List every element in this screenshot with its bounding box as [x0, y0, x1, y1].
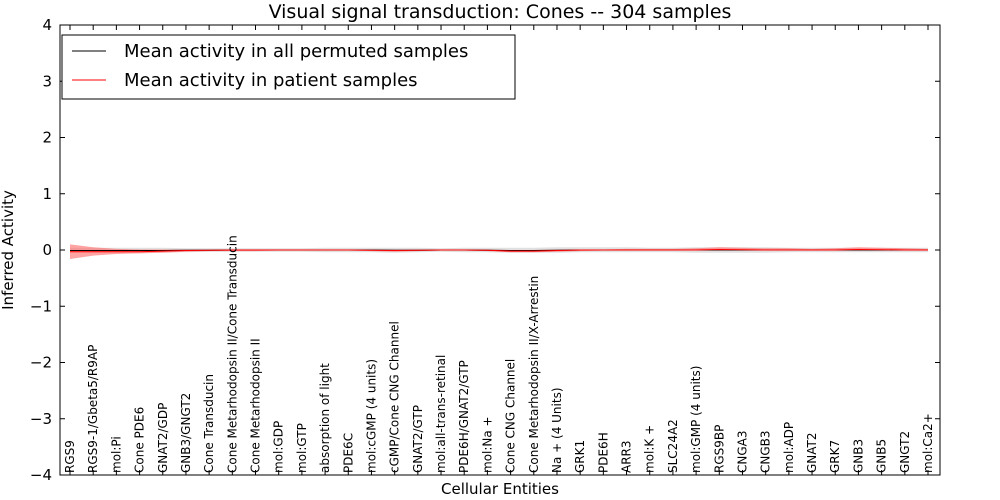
x-tick-label: GNB5	[875, 439, 889, 473]
x-tick-label: mol:Na +	[480, 416, 494, 473]
x-tick-label: PDE6C	[341, 433, 355, 473]
x-tick-label: ARR3	[620, 440, 634, 473]
x-tick-label: GNGT2	[898, 431, 912, 473]
x-tick-label: GNAT2	[805, 432, 819, 473]
x-tick-label: cGMP/Cone CNG Channel	[388, 321, 402, 473]
y-tick-label: 1	[42, 185, 52, 203]
y-tick-label: −1	[30, 297, 52, 315]
x-axis: RGS9 RGS9-1/Gbeta5/R9AP mol:Pi Cone PDE6 GNA…	[63, 25, 935, 475]
x-tick-label: mol:K +	[643, 425, 657, 473]
x-tick-label: Cone Metarhodopsin II/X-Arrestin	[527, 276, 541, 473]
x-tick-label: PDE6H	[596, 432, 610, 473]
plot-area	[70, 244, 928, 259]
y-tick-label: 3	[42, 72, 52, 90]
x-tick-label: Na + (4 Units)	[550, 387, 564, 473]
x-tick-label: absorption of light	[318, 363, 332, 473]
x-tick-label: Cone Metarhodopsin II/Cone Transducin	[225, 235, 239, 473]
x-tick-label: GNB3/GNGT2	[179, 393, 193, 473]
x-tick-label: mol:Pi	[109, 436, 123, 473]
x-tick-label: GRK7	[828, 440, 842, 473]
x-tick-label: GNB3	[851, 439, 865, 473]
x-tick-label: Cone CNG Channel	[504, 359, 518, 473]
y-tick-label: 2	[42, 129, 52, 147]
y-tick-label: −4	[30, 466, 52, 484]
x-axis-label: Cellular Entities	[441, 480, 559, 498]
x-tick-label: RGS9BP	[712, 425, 726, 473]
x-tick-label: Cone Transducin	[202, 374, 216, 473]
x-tick-label: GNAT2/GDP	[156, 403, 170, 473]
x-tick-label: CNGA3	[735, 431, 749, 474]
plot-frame	[59, 24, 941, 476]
y-tick-label: −3	[30, 410, 52, 428]
x-tick-label: mol:Ca2+	[921, 413, 935, 473]
legend-label: Mean activity in all permuted samples	[124, 41, 468, 62]
band-patient	[70, 244, 928, 259]
legend-label: Mean activity in patient samples	[124, 70, 418, 91]
x-tick-label: Cone Metarhodopsin II	[249, 338, 263, 473]
y-tick-label: 4	[42, 16, 52, 34]
x-tick-label: GNAT2/GTP	[411, 405, 425, 473]
series-line-patient	[70, 248, 928, 253]
legend-box	[61, 34, 516, 100]
chart-title: Visual signal transduction: Cones -- 304…	[269, 1, 732, 23]
x-tick-label: RGS9-1/Gbeta5/R9AP	[86, 345, 100, 473]
x-tick-label: mol:all-trans-retinal	[434, 355, 448, 473]
x-tick-label: mol:ADP	[782, 422, 796, 473]
x-tick-label: CNGB3	[759, 430, 773, 473]
y-axis-label: Inferred Activity	[0, 190, 17, 310]
legend: Mean activity in all permuted samplesMea…	[61, 34, 516, 100]
y-tick-label: 0	[42, 241, 52, 259]
x-tick-label: Cone PDE6	[133, 407, 147, 473]
x-tick-label: GRK1	[573, 440, 587, 473]
y-axis: 4 3 2 1 0 −1 −2 −3 −4	[30, 16, 940, 484]
y-tick-label: −2	[30, 354, 52, 372]
x-tick-label: mol:GDP	[272, 421, 286, 473]
x-tick-label: SLC24A2	[666, 419, 680, 473]
x-tick-label: mol:GTP	[295, 423, 309, 473]
x-tick-label: PDE6H/GNAT2/GTP	[457, 360, 471, 473]
x-tick-label: RGS9	[63, 440, 77, 473]
x-tick-label: mol:cGMP (4 units)	[364, 359, 378, 473]
x-tick-label: mol:GMP (4 units)	[689, 366, 703, 473]
